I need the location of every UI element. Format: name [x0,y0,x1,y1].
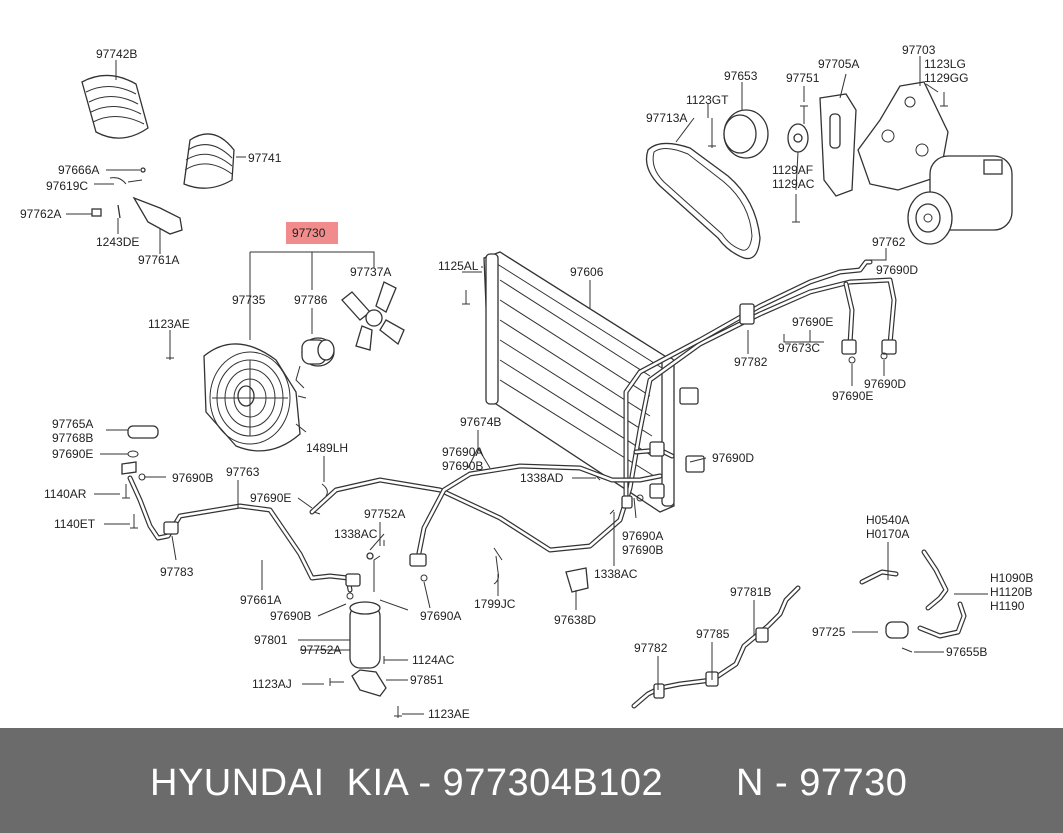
fan-shroud-97735-illustration [203,343,307,452]
label-97785: 97785 [696,627,730,641]
label-97661a: 97661A [240,593,281,607]
label-97690d-mid: 97690D [712,451,754,465]
label-97751: 97751 [786,71,820,85]
label-97762a: 97762A [20,207,61,221]
label-1243de: 1243DE [96,235,139,249]
hoses-h-series [859,549,967,653]
label-1129gg: 1129GG [924,71,968,85]
footer-brand-part-number: HYUNDAI KIA - 977304B102 [150,762,664,804]
label-97606: 97606 [570,265,604,279]
label-1123ae-low: 1123AE [428,707,470,721]
label-97782-low: 97782 [634,641,668,655]
label-97690a-mid: 97690A [442,445,483,459]
highlight-box-97730 [286,222,338,244]
fan-motor-97786-illustration [295,337,335,389]
label-1123aj: 1123AJ [252,677,292,691]
label-97690e-mid: 97690E [250,491,291,505]
label-1338ad: 1338AD [520,471,564,485]
label-h1190: H1190 [990,599,1025,613]
label-97725: 97725 [812,625,846,639]
label-97690e-left: 97690E [52,447,93,461]
leader-lines [66,56,988,715]
footer-bar: HYUNDAI KIA - 977304B102 N - 97730 [0,728,1063,833]
label-97730-highlighted: 97730 [292,226,326,240]
label-1140ar: 1140AR [44,487,87,501]
label-1338ac-right: 1338AC [594,567,638,581]
label-97737a: 97737A [350,265,391,279]
callout-labels: 97742B 97741 97666A 97619C 97762A 1243DE… [20,43,1033,721]
footer-diagram-number: N - 97730 [736,762,908,804]
label-97705a: 97705A [818,57,859,71]
belt-97713a-illustration [645,142,761,260]
label-97762: 97762 [872,235,906,249]
ac-pipes [127,259,897,600]
label-97638d: 97638D [554,613,596,627]
condenser-97606-illustration [483,251,675,513]
label-97703: 97703 [902,43,936,57]
boot-97741-illustration [183,133,235,189]
label-97690b-mid: 97690B [442,459,483,473]
label-h1120b: H1120B [990,585,1032,599]
label-97690d-right: 97690D [864,377,906,391]
label-97752a-upper: 97752A [364,507,405,521]
label-h0540a: H0540A [866,513,909,527]
label-1489lh: 1489LH [306,441,348,455]
label-97655b: 97655B [946,645,987,659]
fan-blade-97737a-illustration [341,281,405,351]
label-97690a-right: 97690A [622,529,663,543]
label-1129ac: 1129AC [772,177,815,191]
label-1129af: 1129AF [772,163,813,177]
receiver-drier-97801-illustration [329,540,402,718]
label-97674b: 97674B [460,415,501,429]
idler-97751-illustration [787,105,809,223]
label-1125al: 1125AL [438,259,479,273]
label-97690b-low: 97690B [270,609,311,623]
parts-diagram: 97742B 97741 97666A 97619C 97762A 1243DE… [20,43,1033,721]
label-97752a-low: 97752A [300,643,341,657]
label-97690a-low: 97690A [420,609,461,623]
label-h0170a: H0170A [866,527,909,541]
label-97690b-left: 97690B [172,471,213,485]
label-1140et: 1140ET [54,517,96,531]
label-1123ae-upper: 1123AE [148,317,190,331]
label-97761a: 97761A [138,253,179,267]
label-97801: 97801 [254,633,288,647]
label-97763: 97763 [226,465,260,479]
label-97742b: 97742B [96,47,137,61]
label-97653: 97653 [724,69,758,83]
label-1124ac: 1124AC [412,653,455,667]
label-97666a: 97666A [58,163,99,177]
label-97782-upper: 97782 [734,355,768,369]
label-1799jc: 1799JC [474,597,516,611]
label-h1090b: H1090B [990,571,1033,585]
label-97781b: 97781B [730,585,771,599]
boot-97742b-illustration [81,74,149,139]
label-97783: 97783 [160,565,194,579]
label-97619c: 97619C [46,179,88,193]
screw-1123ae-illustration [166,344,174,360]
label-97786: 97786 [294,293,328,307]
bracket-97705a-illustration [819,93,857,197]
label-97735: 97735 [232,293,266,307]
label-1123lg: 1123LG [924,57,966,71]
label-97673c: 97673C [778,341,820,355]
label-97690b-right: 97690B [622,543,663,557]
label-97690e-right: 97690E [832,389,873,403]
label-97768b: 97768B [52,431,93,445]
label-1123gt: 1123GT [686,93,729,107]
label-97690e-upper: 97690E [792,315,833,329]
label-1338ac-mid: 1338AC [334,527,378,541]
pulley-97653-illustration [708,109,769,159]
label-97851: 97851 [410,673,444,687]
label-97713a: 97713A [646,111,687,125]
label-97765a: 97765A [52,417,93,431]
small-fittings-upper-left [91,167,183,235]
compressor-97703-illustration [857,81,1013,245]
label-97690d-upper: 97690D [876,263,918,277]
label-97741: 97741 [248,151,282,165]
